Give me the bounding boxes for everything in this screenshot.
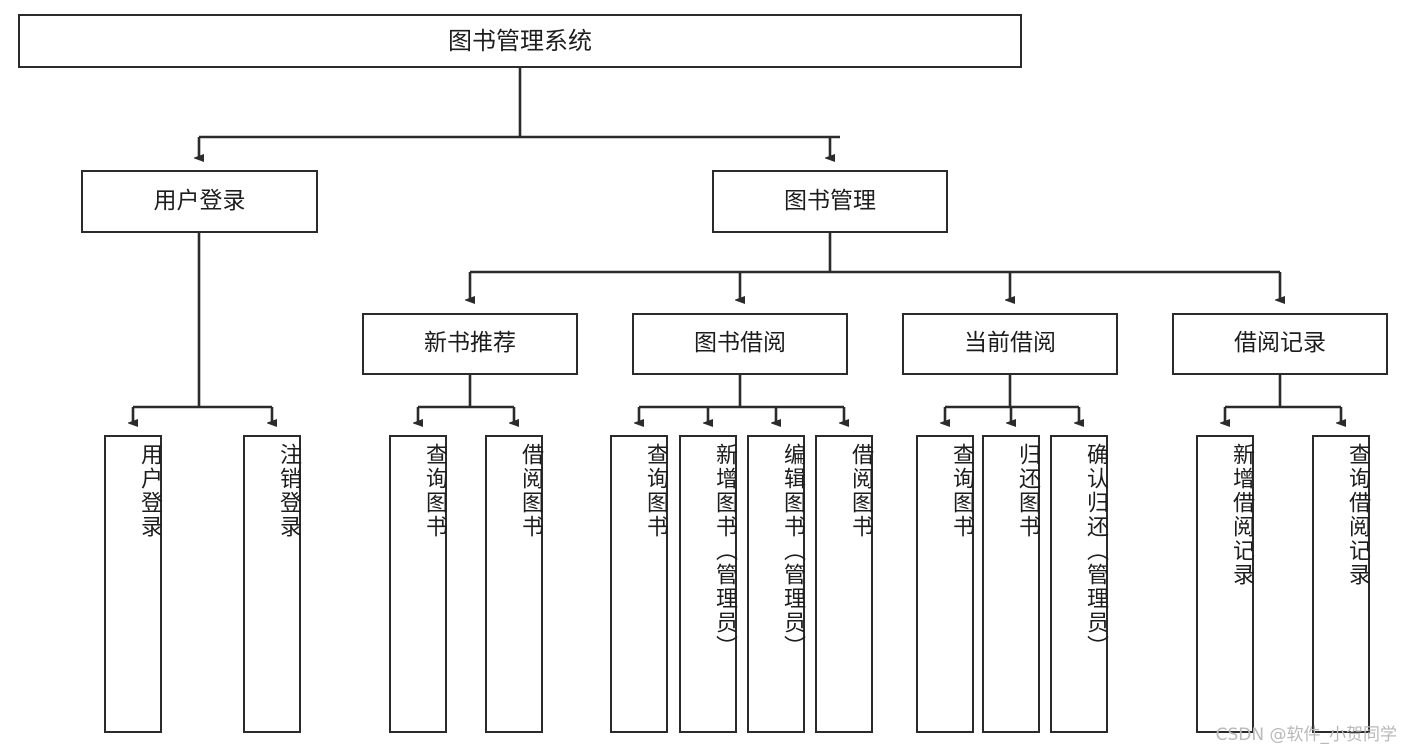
node-leaf-add-book[interactable]: 新增图书（管理员） [679,435,737,733]
node-new-book-recommend[interactable]: 新书推荐 [362,313,578,375]
node-leaf-add-book-label: 新增图书（管理员） [712,443,737,659]
node-leaf-edit-book-label: 编辑图书（管理员） [780,443,805,659]
node-leaf-confirm-return-label: 确认归还（管理员） [1083,443,1108,659]
node-leaf-borrow-book-1[interactable]: 借阅图书 [485,435,543,733]
node-book-management-label: 图书管理 [784,187,876,214]
node-leaf-user-login[interactable]: 用户登录 [104,435,162,733]
node-leaf-query-book-2[interactable]: 查询图书 [610,435,668,733]
node-borrow-record[interactable]: 借阅记录 [1172,313,1388,375]
node-leaf-query-book-1-label: 查询图书 [422,443,447,539]
node-leaf-query-book-3[interactable]: 查询图书 [916,435,974,733]
node-user-login-label: 用户登录 [153,187,246,214]
node-leaf-logout[interactable]: 注销登录 [243,435,301,733]
node-leaf-query-book-1[interactable]: 查询图书 [389,435,447,733]
node-new-book-recommend-label: 新书推荐 [424,330,516,357]
node-leaf-edit-book[interactable]: 编辑图书（管理员） [747,435,805,733]
node-leaf-query-book-3-label: 查询图书 [949,443,974,539]
node-book-borrow-label: 图书借阅 [694,330,786,357]
node-leaf-user-login-label: 用户登录 [137,443,162,539]
node-leaf-add-record-label: 新增借阅记录 [1229,443,1254,587]
node-root[interactable]: 图书管理系统 [18,14,1022,68]
node-leaf-return-book[interactable]: 归还图书 [982,435,1040,733]
node-user-login[interactable]: 用户登录 [81,170,318,233]
node-current-borrow[interactable]: 当前借阅 [902,313,1118,375]
node-leaf-borrow-book-2[interactable]: 借阅图书 [815,435,873,733]
node-leaf-return-book-label: 归还图书 [1015,443,1040,539]
node-leaf-add-record[interactable]: 新增借阅记录 [1196,435,1254,733]
node-borrow-record-label: 借阅记录 [1234,330,1326,357]
node-root-label: 图书管理系统 [448,26,592,55]
node-book-management[interactable]: 图书管理 [712,170,948,233]
node-leaf-borrow-book-2-label: 借阅图书 [848,443,873,539]
node-leaf-query-record-label: 查询借阅记录 [1345,443,1370,587]
node-leaf-confirm-return[interactable]: 确认归还（管理员） [1050,435,1108,733]
node-current-borrow-label: 当前借阅 [964,330,1056,357]
node-leaf-borrow-book-1-label: 借阅图书 [518,443,543,539]
node-leaf-query-record[interactable]: 查询借阅记录 [1312,435,1370,733]
node-book-borrow[interactable]: 图书借阅 [632,313,848,375]
node-leaf-query-book-2-label: 查询图书 [643,443,668,539]
node-leaf-logout-label: 注销登录 [276,443,301,539]
